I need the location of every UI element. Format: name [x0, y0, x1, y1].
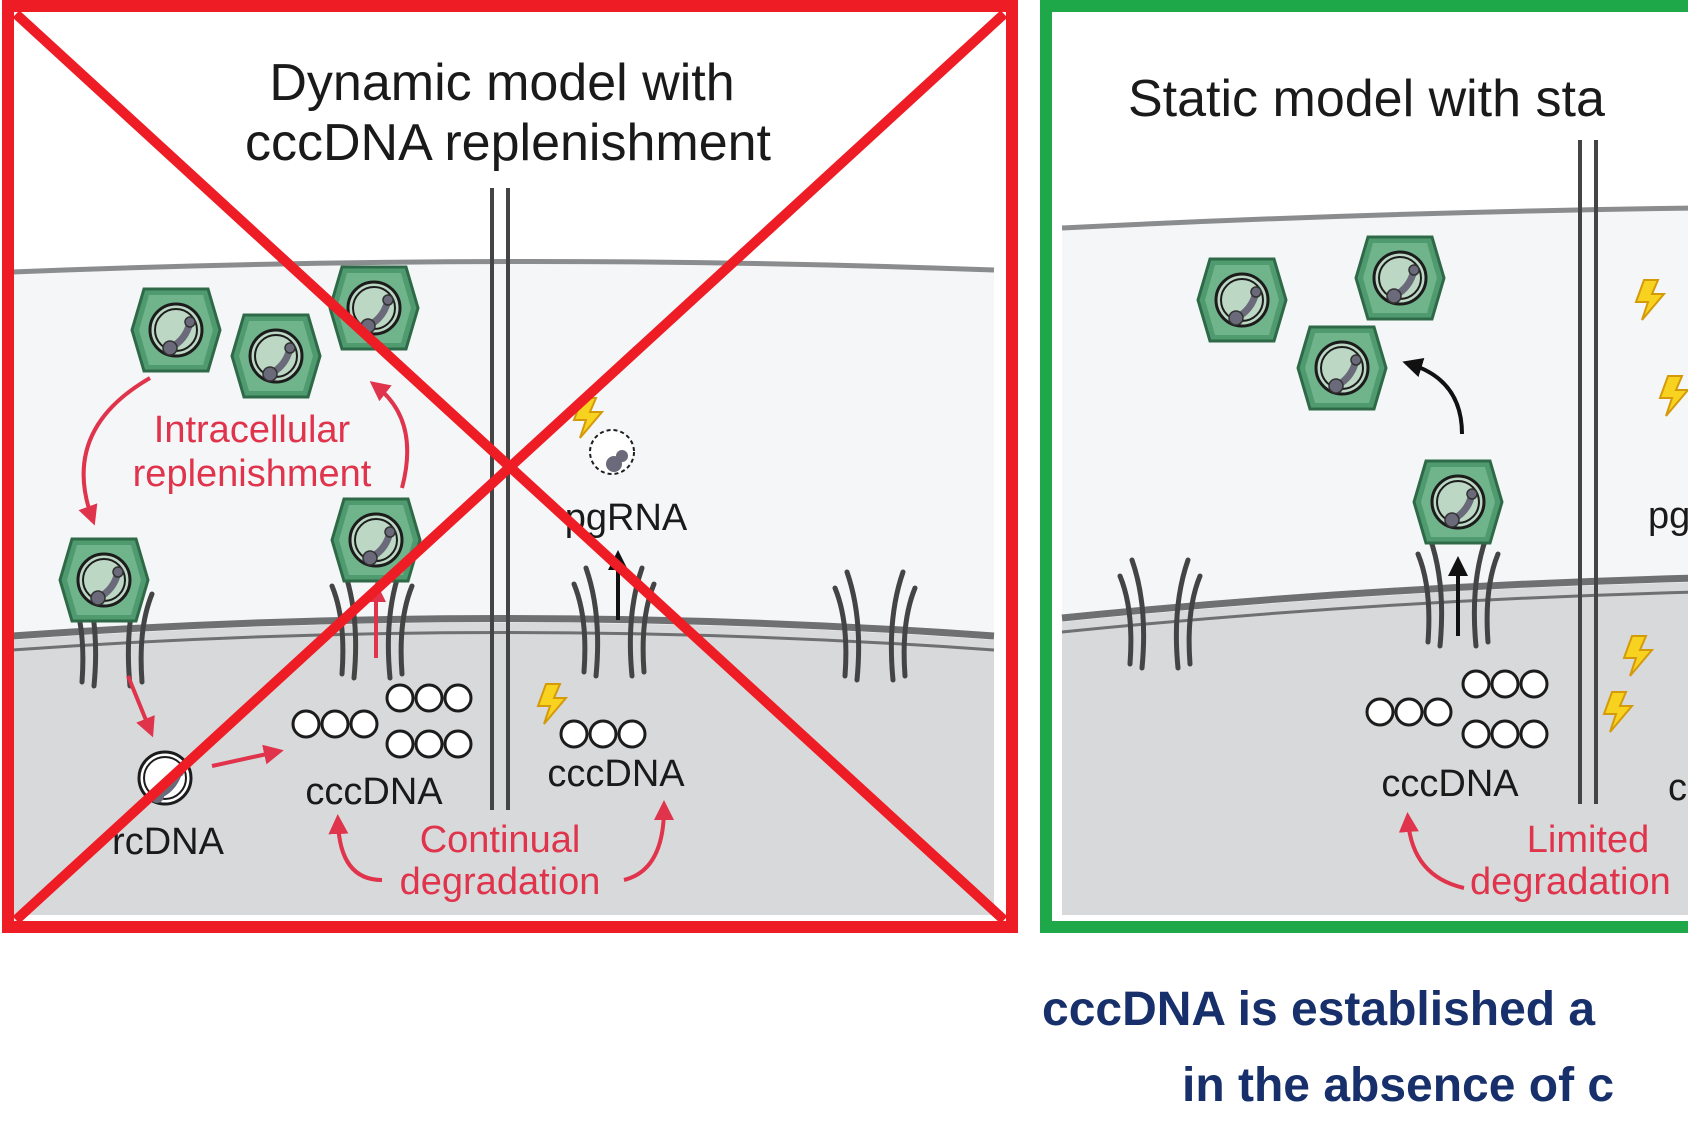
left-title-line1: Dynamic model with — [269, 54, 734, 112]
rcdna-to-cccdna-arrow — [211, 744, 284, 768]
right-cell-membrane — [1061, 205, 1688, 231]
caption-line1: cccDNA is established a — [1042, 983, 1596, 1036]
right-label-cccdna: cccDNA — [1381, 763, 1519, 805]
right-panel-frame — [1040, 0, 1688, 933]
label-degradation-left: degradation — [400, 861, 601, 903]
right-nucleus — [1062, 582, 1688, 915]
pgrna-icon — [573, 397, 635, 475]
replenish-arrow-up — [369, 381, 410, 489]
label-intracellular: Intracellular — [154, 409, 351, 451]
hbv-virion — [1414, 461, 1502, 543]
right-nuclear-envelope — [1061, 574, 1688, 622]
caption-line2: in the absence of c — [1182, 1059, 1615, 1112]
hbv-virion — [60, 539, 148, 621]
hbv-virion — [1198, 259, 1286, 341]
left-panel: Dynamic model with cccDNA replenishment … — [2, 0, 1018, 933]
import-arrow — [126, 675, 155, 738]
hbv-virion — [132, 289, 220, 371]
right-label-cccdna-cut: c — [1668, 767, 1687, 809]
hbv-virion — [232, 315, 320, 397]
right-label-pgrna: pg — [1648, 495, 1688, 537]
left-panel-frame — [2, 0, 1018, 933]
label-continual: Continual — [420, 819, 581, 861]
label-cccdna-a: cccDNA — [305, 771, 443, 813]
hbv-virion — [1356, 237, 1444, 319]
label-rcdna: rcDNA — [112, 821, 225, 863]
egress-arrow — [1402, 357, 1464, 435]
replenish-arrow-down — [78, 376, 152, 526]
left-nuclear-envelope — [11, 615, 995, 640]
left-title-line2: cccDNA replenishment — [245, 114, 772, 172]
hbv-virion — [332, 499, 420, 581]
label-replenishment: replenishment — [133, 453, 372, 495]
label-limited: Limited — [1527, 819, 1650, 861]
label-cccdna-b: cccDNA — [547, 753, 685, 795]
cross-line-2 — [12, 10, 1008, 924]
degradation-arrow-left — [328, 814, 383, 882]
label-degradation-right: degradation — [1470, 861, 1671, 903]
hbv-virion — [1298, 327, 1386, 409]
limited-degradation-arrow — [1398, 812, 1465, 890]
right-panel: Static model with sta pg cccDNA c Limite… — [1040, 0, 1688, 933]
right-title: Static model with sta — [1128, 70, 1605, 128]
degradation-arrow-right — [623, 800, 674, 882]
left-cell-membrane — [11, 258, 995, 275]
